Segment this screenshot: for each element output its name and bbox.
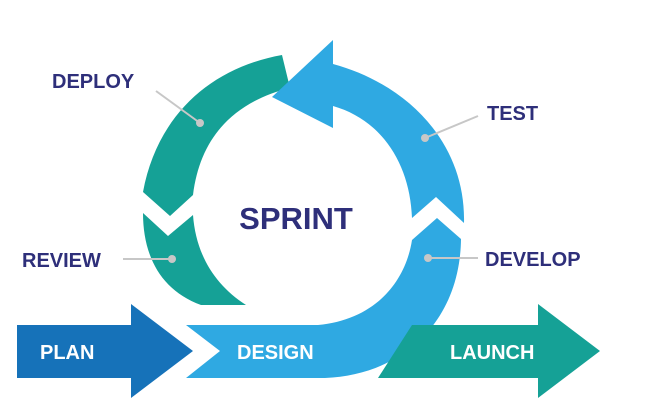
deploy-label: DEPLOY [52, 71, 135, 93]
deploy-leader [155, 90, 201, 124]
test-dot [421, 134, 429, 142]
review-label: REVIEW [22, 250, 101, 272]
deploy-arc-arrow [143, 55, 290, 216]
develop-design-hook [186, 218, 461, 378]
develop-label: DEVELOP [485, 249, 581, 271]
sprint-title: SPRINT [239, 201, 353, 236]
plan-label: PLAN [40, 342, 94, 364]
design-label: DESIGN [237, 342, 314, 364]
test-leader [424, 115, 479, 139]
test-label: TEST [487, 103, 538, 125]
launch-arrow [378, 304, 600, 398]
plan-arrow [17, 304, 193, 398]
deploy-dot [196, 119, 204, 127]
launch-label: LAUNCH [450, 342, 534, 364]
review-arc-segment [143, 213, 246, 305]
review-dot [168, 255, 176, 263]
test-arc-arrow [272, 40, 465, 223]
develop-dot [424, 254, 432, 262]
